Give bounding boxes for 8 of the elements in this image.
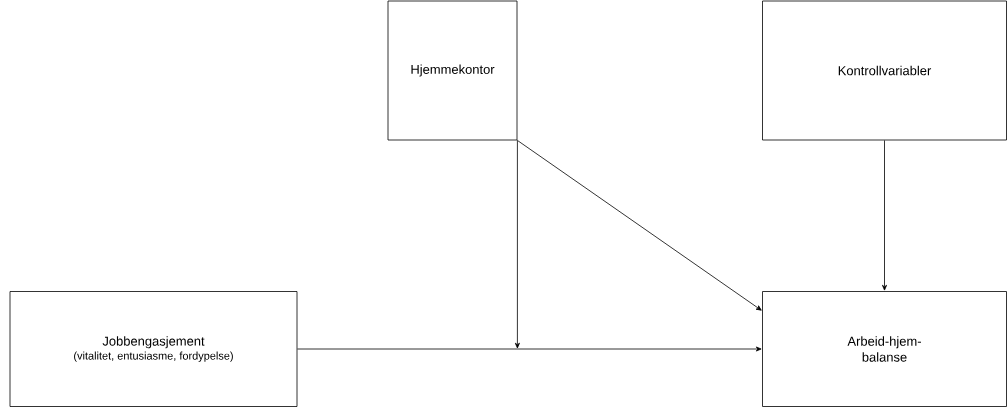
process-box: Hjemmekontor bbox=[387, 0, 518, 141]
arrow bbox=[882, 140, 887, 291]
process-box: Jobbengasjement (vitalitet, entusiasme, fordypelse) bbox=[9, 291, 298, 407]
process-box: Kontrollvariabler bbox=[762, 0, 1007, 141]
process-box: Arbeid-hjem-balanse bbox=[762, 291, 1007, 407]
arrow bbox=[297, 346, 762, 352]
arrow bbox=[517, 140, 762, 311]
arrow bbox=[514, 140, 520, 349]
